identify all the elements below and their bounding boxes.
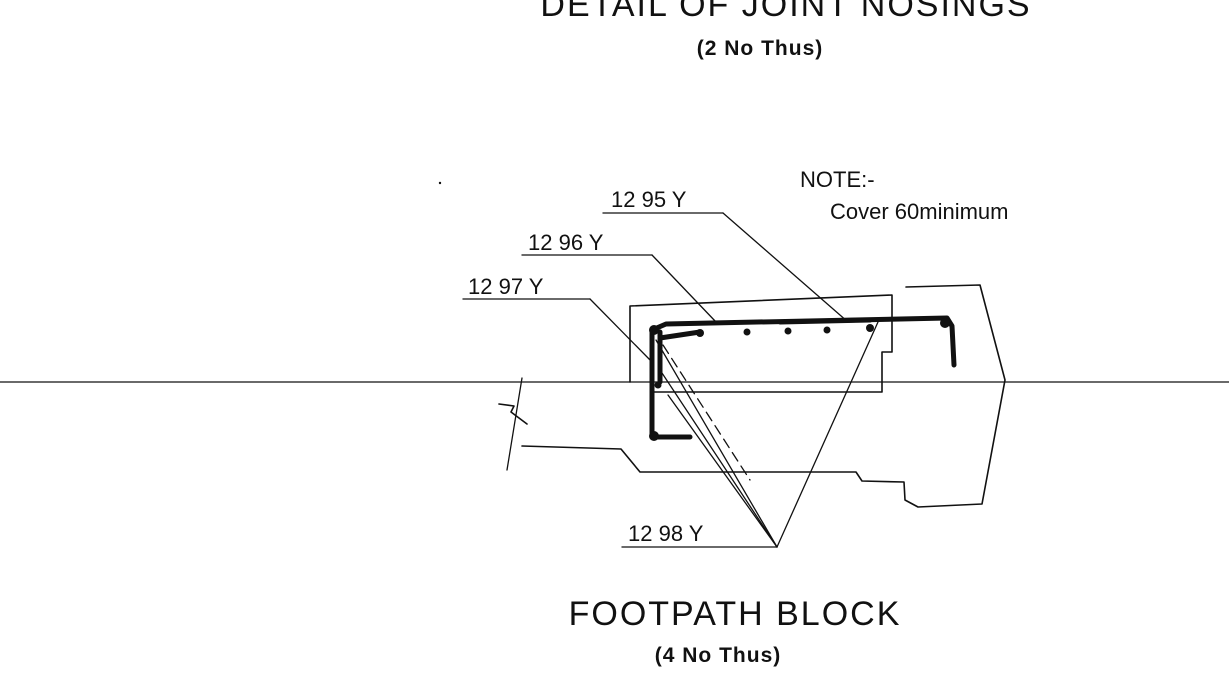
- secondary-reinforcement-bar: [657, 329, 703, 385]
- bar-mark-98: 12 98 Y: [628, 521, 704, 546]
- distribution-bar-dots: [649, 318, 950, 441]
- note-heading: NOTE:-: [800, 167, 875, 192]
- joint-nosings-title: DETAIL OF JOINT NOSINGS: [540, 0, 1031, 24]
- stray-mark: [438, 181, 442, 185]
- footpath-block-subtitle: (4 No Thus): [655, 644, 782, 667]
- joint-nosing-outline: [629, 294, 893, 393]
- joint-nosings-subtitle: (2 No Thus): [697, 37, 824, 60]
- label-underlines: [462, 212, 778, 548]
- break-line: [498, 377, 528, 471]
- footpath-block-outline: [521, 284, 1006, 508]
- footpath-block-title: FOOTPATH BLOCK: [569, 595, 902, 633]
- note-text: Cover 60minimum: [830, 199, 1009, 224]
- leader-lines: [589, 212, 879, 548]
- bar-mark-95: 12 95 Y: [611, 187, 687, 212]
- bar-mark-97: 12 97 Y: [468, 274, 544, 299]
- bar-mark-96: 12 96 Y: [528, 230, 604, 255]
- top-bar-segment: [777, 317, 873, 325]
